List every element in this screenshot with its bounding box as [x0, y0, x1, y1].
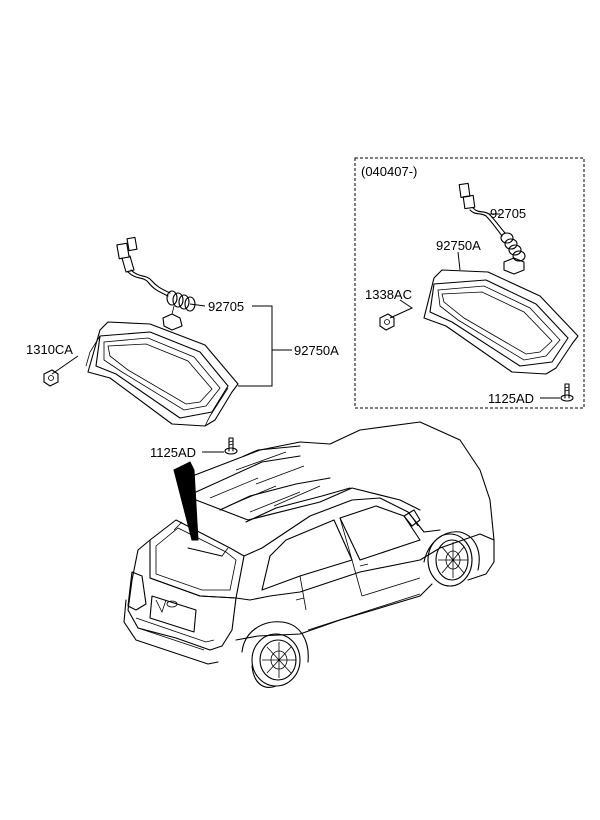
- main-screw: [224, 437, 238, 455]
- label-main-lamp: 92750A: [294, 343, 339, 358]
- main-lamp-housing: [85, 321, 239, 427]
- location-pointer-arrow: [173, 461, 199, 541]
- leader-variant-lamp: [457, 251, 461, 271]
- label-variant-wiring: 92705: [490, 206, 526, 221]
- main-nut: [43, 369, 59, 387]
- label-main-wiring: 92705: [208, 299, 244, 314]
- label-variant-lamp: 92750A: [436, 238, 481, 253]
- leader-main-wiring: [189, 303, 206, 307]
- variant-wiring-harness: [458, 182, 526, 275]
- variant-nut: [379, 313, 395, 331]
- label-variant-screw: 1125AD: [488, 391, 534, 406]
- variant-code: (040407-): [361, 164, 417, 179]
- label-main-screw: 1125AD: [150, 445, 196, 460]
- variant-screw: [560, 383, 574, 402]
- bracket-main: [238, 305, 273, 387]
- vehicle-illustration: [123, 421, 495, 688]
- main-wiring-harness: [116, 236, 196, 331]
- label-main-nut: 1310CA: [26, 342, 73, 357]
- leader-variant-nut: [389, 299, 414, 319]
- main-lamp-assembly: 92705 92750A 1310CA 1125AD: [26, 236, 339, 460]
- front-wheel: [423, 531, 480, 587]
- variant-lamp-housing: [423, 269, 579, 375]
- leader-main-nut: [51, 355, 79, 375]
- variant-box: (040407-): [354, 157, 585, 409]
- rear-wheel: [241, 621, 309, 688]
- label-variant-nut: 1338AC: [365, 287, 412, 302]
